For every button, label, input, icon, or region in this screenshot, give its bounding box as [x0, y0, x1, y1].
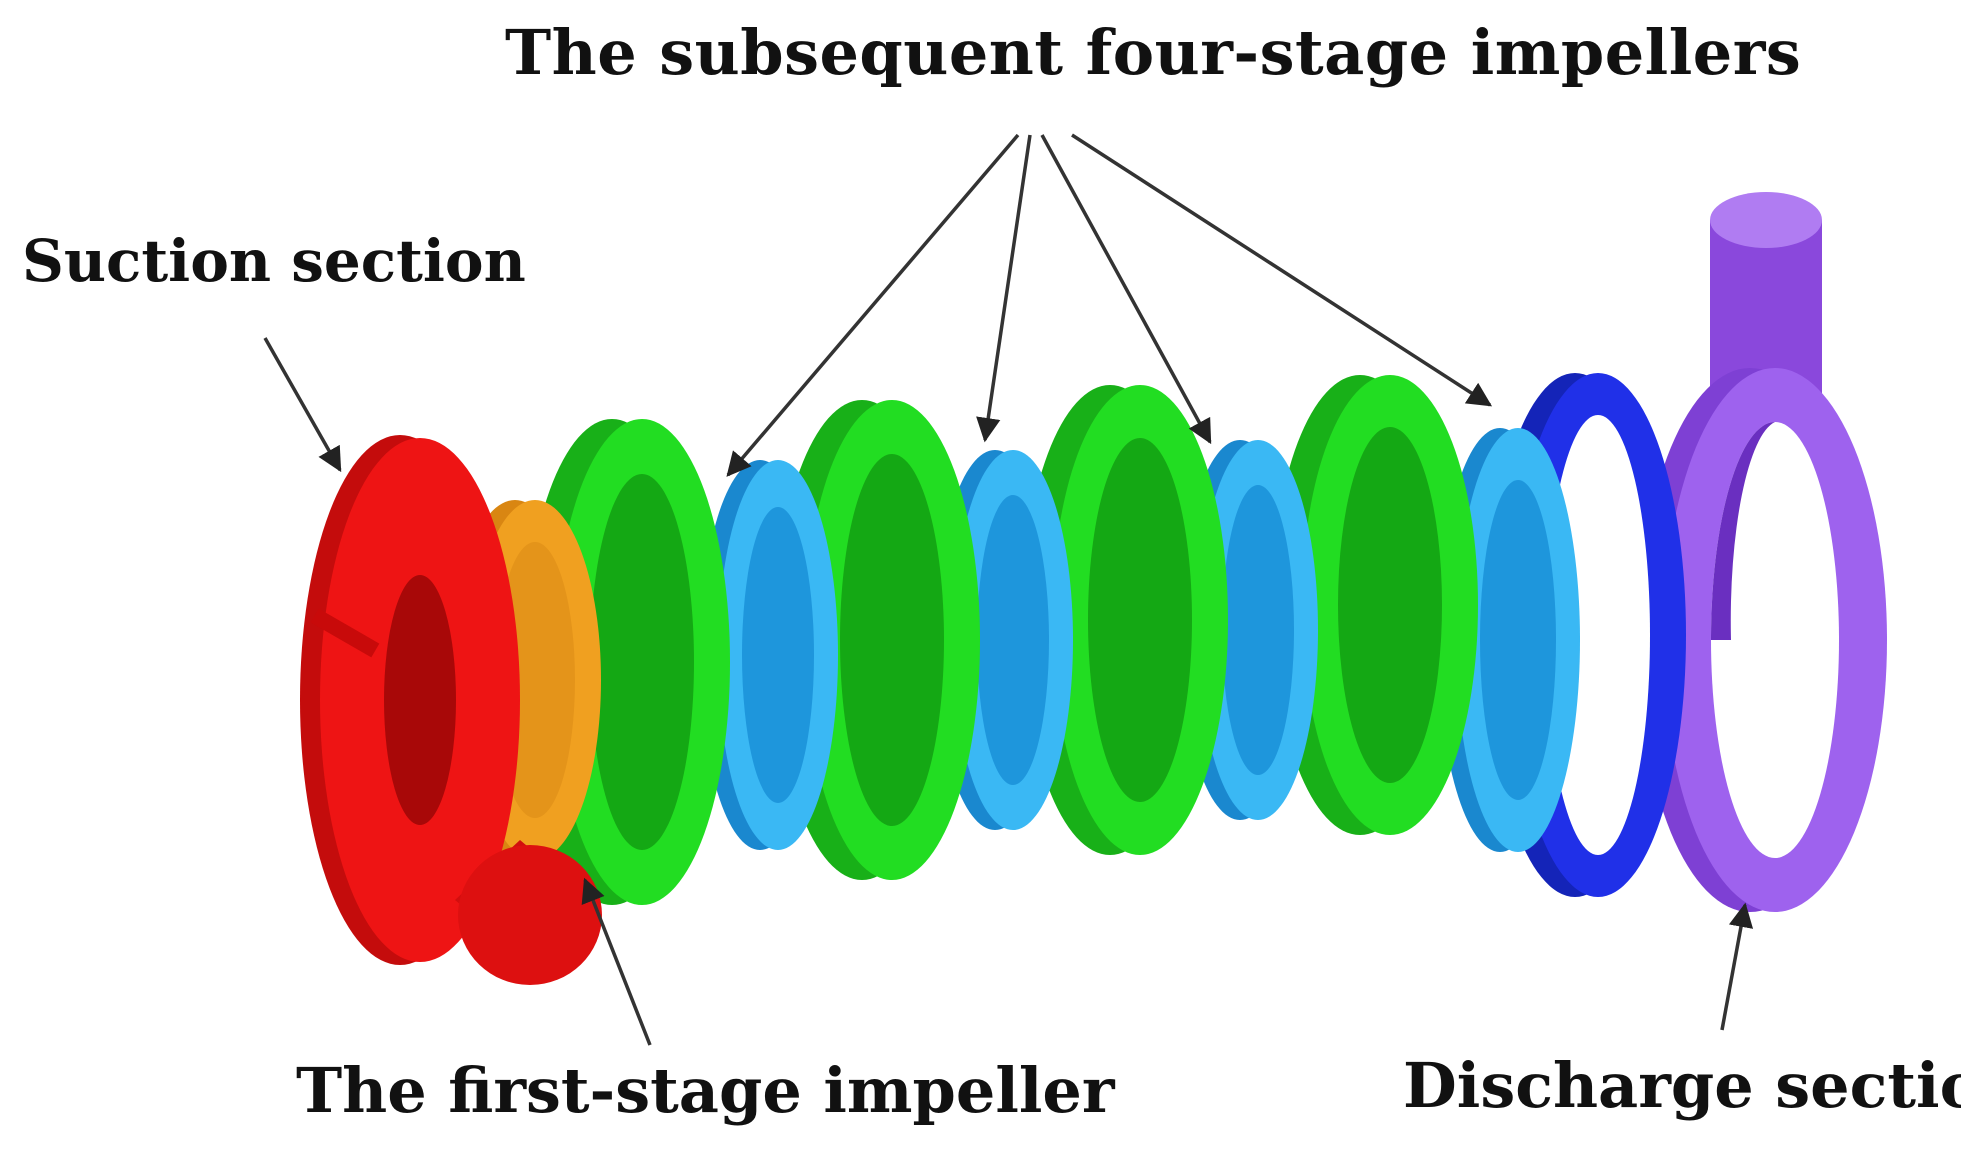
arrow-subsequent-3: [1040, 134, 1212, 445]
leader-arrows: [263, 133, 1754, 1046]
arrow-subsequent-2: [976, 134, 1032, 443]
arrow-discharge: [1720, 902, 1754, 1031]
stage-impeller-5: [1438, 428, 1580, 852]
guide-vane-3: [1022, 385, 1228, 855]
label-suction-section: Suction section: [22, 227, 526, 295]
arrow-suction: [263, 337, 342, 473]
label-discharge-section: Discharge section: [1403, 1049, 1961, 1122]
stage-impeller-2: [700, 460, 838, 850]
arrow-subsequent-4: [1071, 133, 1493, 407]
discharge-section: [1638, 192, 1887, 912]
arrow-first-stage: [581, 877, 652, 1046]
guide-vane-4: [1272, 375, 1478, 835]
label-subsequent-impellers: The subsequent four-stage impellers: [505, 16, 1802, 89]
arrow-subsequent-1: [726, 133, 1020, 477]
suction-section: [300, 435, 602, 985]
label-first-stage-impeller: The first-stage impeller: [296, 1054, 1115, 1127]
